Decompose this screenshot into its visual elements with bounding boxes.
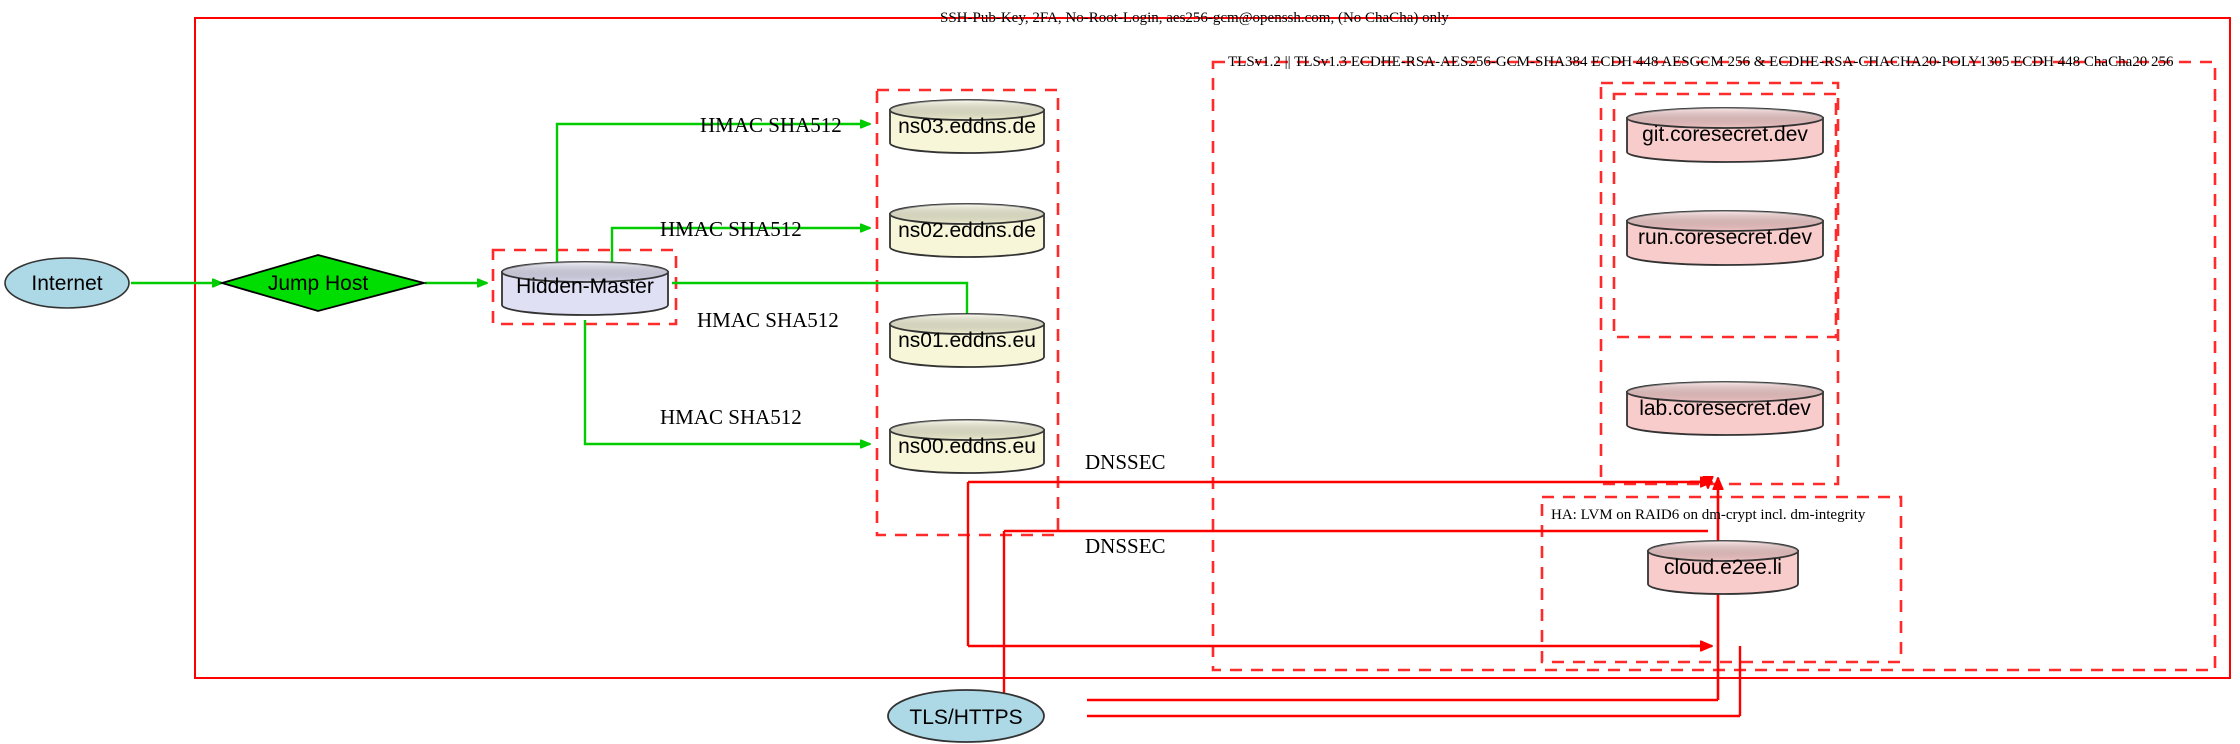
- edge-hiddenmaster-to-ns03: [555, 124, 870, 262]
- edge-label-hmac-ns03: HMAC SHA512: [700, 113, 842, 137]
- node-git-shape[interactable]: [1626, 107, 1824, 163]
- edge-label-hmac-ns01: HMAC SHA512: [697, 308, 839, 332]
- cluster-label-ha: HA: LVM on RAID6 on dm-crypt incl. dm-in…: [1551, 507, 1866, 523]
- edge-hiddenmaster-to-ns01: [672, 281, 967, 326]
- cluster-ha-boundary: [1540, 495, 1903, 664]
- node-lab-shape[interactable]: [1626, 381, 1824, 436]
- node-tls-https-shape[interactable]: [887, 689, 1045, 743]
- node-ns01-shape[interactable]: [889, 313, 1045, 368]
- cluster-ssh-boundary: [194, 17, 2231, 679]
- node-ns02-shape[interactable]: [889, 203, 1045, 258]
- node-run-shape[interactable]: [1626, 210, 1824, 266]
- edge-label-dnssec-lower: DNSSEC: [1085, 534, 1166, 558]
- cluster-label-ssh: SSH-Pub-Key, 2FA, No-Root-Login, aes256-…: [940, 10, 1449, 26]
- edge-hiddenmaster-to-ns02: [610, 228, 870, 262]
- edge-label-dnssec-upper: DNSSEC: [1085, 450, 1166, 474]
- edge-label-hmac-ns00: HMAC SHA512: [660, 405, 802, 429]
- node-ns03-shape[interactable]: [889, 99, 1045, 154]
- edge-dnssec-upper: [968, 480, 1710, 484]
- cluster-coresecret-inner: [1612, 92, 1838, 339]
- cluster-label-tls: TLSv1.2 || TLSv1.3 ECDHE-RSA-AES256-GCM-…: [1228, 54, 2174, 70]
- node-ns00-shape[interactable]: [889, 419, 1045, 474]
- cluster-hidden-master: [491, 248, 678, 326]
- cluster-tls-boundary: [1211, 60, 2217, 672]
- node-internet-shape[interactable]: [4, 257, 130, 309]
- edge-label-hmac-ns02: HMAC SHA512: [660, 217, 802, 241]
- node-cloud-shape[interactable]: [1647, 540, 1799, 595]
- node-hidden-master-shape[interactable]: [501, 261, 669, 316]
- edge-hiddenmaster-to-ns00: [583, 320, 870, 444]
- node-jump-host-shape[interactable]: [218, 254, 428, 312]
